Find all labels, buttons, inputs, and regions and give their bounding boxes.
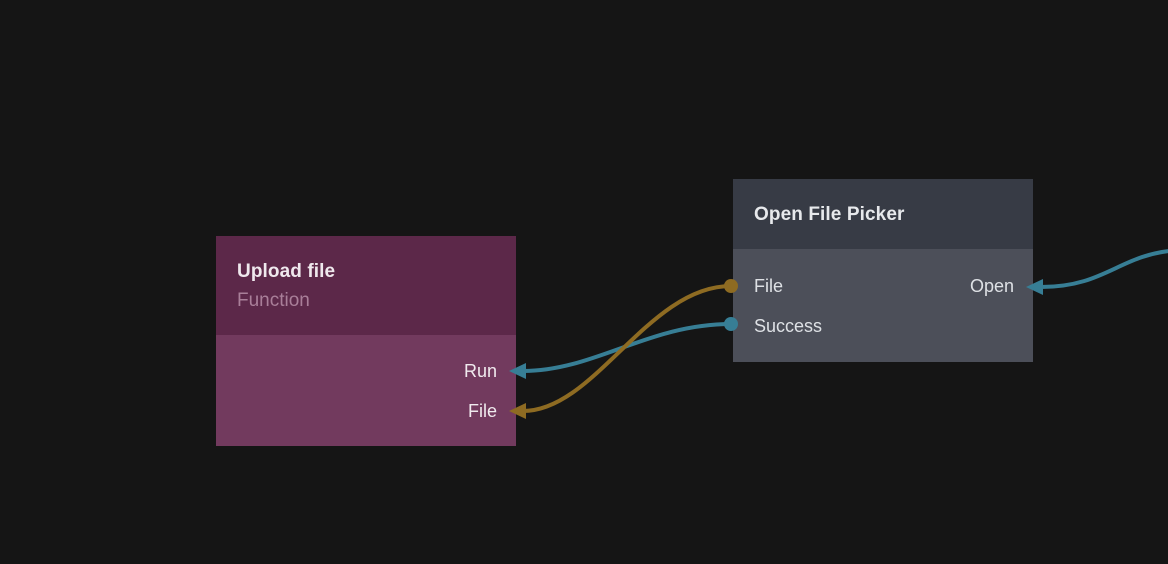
wire-to-open[interactable] — [1040, 249, 1168, 289]
upload-node-title: Upload file — [237, 260, 336, 282]
port-run-label: Run — [463, 360, 497, 381]
upload-node-subtitle: Function — [237, 289, 310, 311]
port-file-input-label: File — [467, 400, 497, 421]
picker-node-header: Open File Picker — [733, 179, 1033, 249]
port-run[interactable]: Run — [216, 351, 516, 391]
port-file-output[interactable]: File — [754, 275, 784, 296]
picker-node-title: Open File Picker — [754, 203, 905, 225]
node-open-file-picker[interactable]: Open File Picker File Open Success — [733, 179, 1033, 362]
port-file-input[interactable]: File — [216, 391, 516, 431]
upload-node-body: Run File — [216, 335, 516, 446]
port-success-output[interactable]: Success — [754, 315, 823, 336]
picker-node-body: File Open Success — [733, 249, 1033, 362]
node-upload-file[interactable]: Upload file Function Run File — [216, 236, 516, 446]
upload-node-header: Upload file Function — [216, 236, 516, 335]
port-row-success: Success — [733, 306, 1033, 346]
wire-file-to-file[interactable] — [522, 284, 732, 413]
port-row-file-open: File Open — [733, 266, 1033, 306]
wire-success-to-run[interactable] — [522, 322, 732, 373]
port-open[interactable]: Open — [969, 275, 1014, 296]
